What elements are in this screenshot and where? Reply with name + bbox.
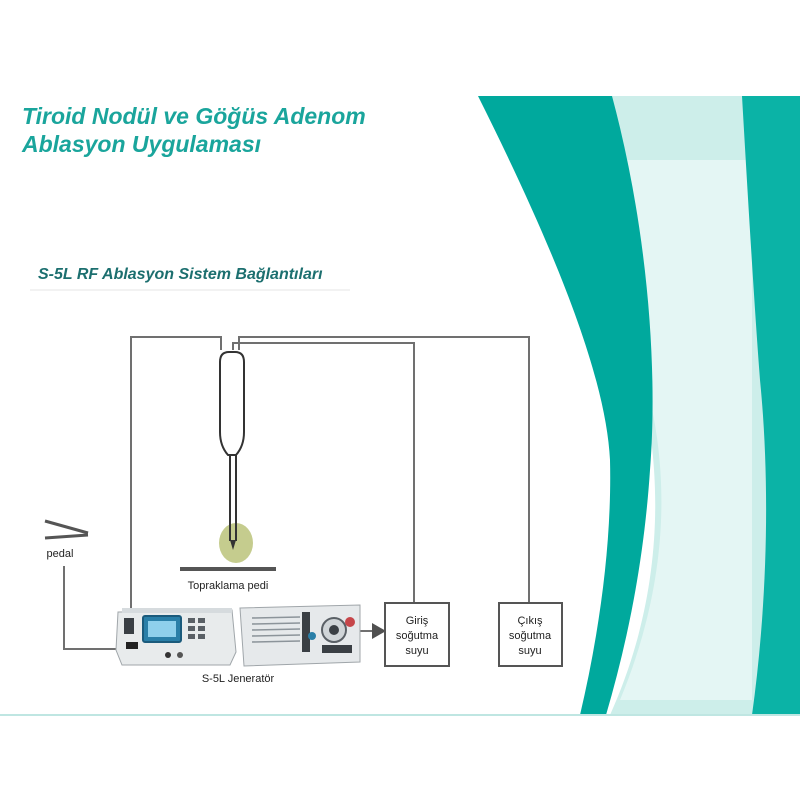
generator-front[interactable]: [115, 608, 237, 666]
pedal-cable: [63, 566, 140, 650]
ablation-probe[interactable]: [219, 351, 253, 563]
pump-arrow-icon: [372, 623, 386, 639]
inlet-box-line-2: soğutma: [396, 630, 439, 642]
outlet-box-line-3: suyu: [518, 645, 541, 657]
cable-probe-to-generator: [130, 336, 222, 638]
tube-to-outlet: [238, 336, 530, 603]
teal-right-sliver: [742, 96, 800, 715]
thyroid-nodule-target: [219, 523, 253, 563]
page-title: Tiroid Nodül ve Göğüs Adenom Ablasyon Uy…: [22, 102, 366, 158]
grounding-pad: [180, 567, 276, 571]
generator-keypad: [188, 618, 205, 639]
generator-port: [165, 652, 171, 658]
connection-lines: [63, 336, 530, 650]
title-line-1: Tiroid Nodül ve Göğüs Adenom: [22, 103, 366, 129]
pedal-label: pedal: [47, 548, 74, 560]
title-line-2: Ablasyon Uygulaması: [22, 131, 262, 157]
inlet-box-line-3: suyu: [405, 645, 428, 657]
grounding-pad-label: Topraklama pedi: [188, 580, 269, 592]
inlet-box-line-1: Giriş: [406, 615, 429, 627]
outlet-box-line-2: soğutma: [509, 630, 552, 642]
generator-back[interactable]: [239, 604, 361, 667]
probe-tip: [230, 540, 236, 550]
inlet-coolant-box: [384, 602, 450, 667]
outlet-box-line-1: Çıkış: [517, 615, 543, 627]
generator-label: S-5L Jeneratör: [202, 673, 275, 685]
probe-handle: [219, 351, 245, 456]
vent-grill: [251, 616, 301, 643]
tube-to-inlet: [232, 342, 415, 603]
teal-background-decoration: [0, 96, 800, 716]
diagram-subtitle: S-5L RF Ablasyon Sistem Bağlantıları: [38, 266, 323, 283]
teal-dark-wave: [478, 96, 653, 715]
pedal-icon[interactable]: [44, 519, 89, 540]
outlet-coolant-box: [498, 602, 563, 667]
